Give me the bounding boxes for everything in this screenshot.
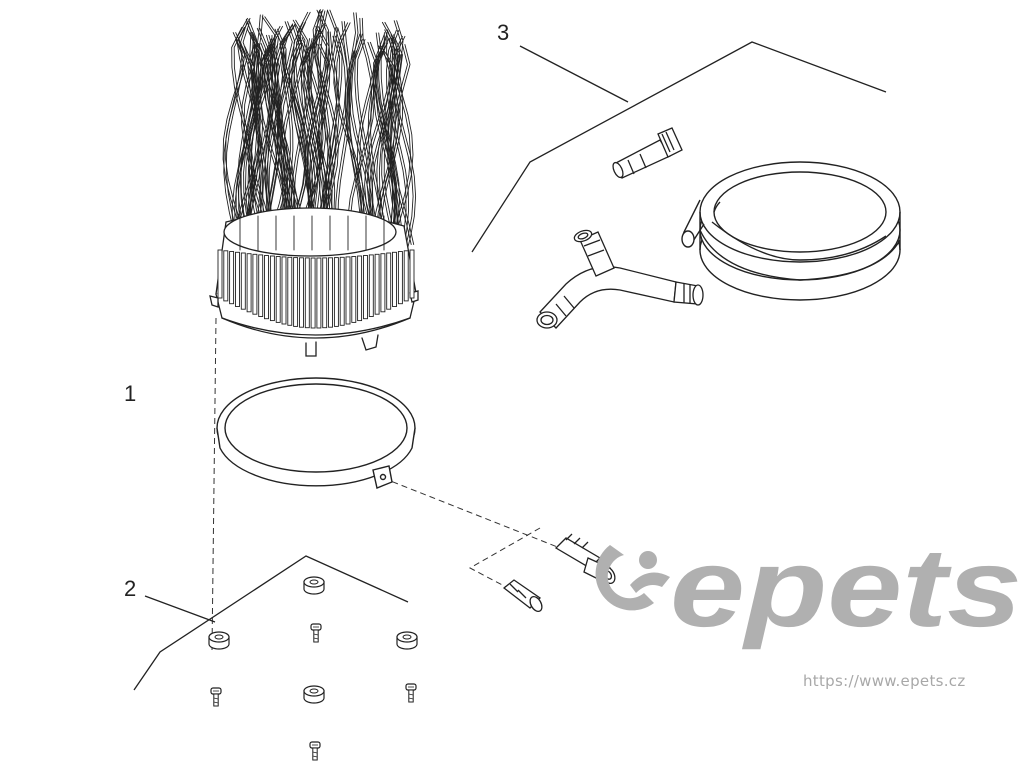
base-rib (264, 255, 269, 320)
hose-barb (612, 127, 683, 179)
base-rib (386, 252, 392, 310)
watermark-logo-text: epets (670, 525, 1022, 650)
assembly-lines (211, 317, 561, 651)
y-connector (536, 229, 704, 329)
callout-2: 2 (124, 576, 137, 601)
bristle (376, 29, 394, 251)
bristle (250, 27, 269, 249)
base-rib (374, 253, 380, 315)
base-rib (235, 251, 240, 307)
callout-1: 1 (124, 381, 137, 406)
base-rib (409, 249, 415, 299)
base-rib (328, 257, 333, 328)
base-rib (240, 252, 246, 310)
base-rib (287, 256, 293, 326)
bristle-filter-brush (209, 9, 419, 357)
part-3-leader (471, 41, 887, 253)
bristle (393, 44, 415, 245)
bristle (371, 21, 399, 243)
base-rib (351, 256, 357, 323)
brush-base (209, 207, 419, 357)
base-rib (322, 257, 328, 329)
fitting-small (502, 579, 543, 613)
base-rib (223, 250, 229, 302)
base-rib (258, 254, 264, 317)
base-rib (397, 251, 403, 305)
base-rib (269, 255, 275, 322)
base-rib (333, 257, 339, 327)
part-1-ring (216, 377, 416, 489)
logo-text: epets (670, 525, 1022, 650)
bristle (387, 48, 402, 250)
base-rib (246, 253, 252, 313)
watermark: epets (588, 520, 1024, 660)
part-2-bracket-lines (133, 555, 409, 691)
base-rib (217, 249, 223, 299)
base-rib (357, 255, 363, 322)
base-rib (368, 254, 374, 317)
base-rib (339, 256, 345, 326)
base-rib (316, 257, 322, 329)
part-2-hardware (208, 576, 418, 761)
base-rib (229, 251, 235, 305)
base-rib (252, 253, 258, 315)
base-rib (403, 250, 409, 302)
base-rib (310, 257, 316, 329)
base-rib (345, 256, 351, 325)
bristle (248, 27, 267, 249)
base-rib (281, 256, 287, 325)
base-rib (380, 253, 386, 313)
watermark-url-link[interactable]: https://www.epets.cz (803, 672, 966, 690)
base-rib (363, 255, 368, 320)
base-rib (304, 257, 310, 329)
base-rib (275, 256, 281, 323)
base-rib (299, 257, 304, 328)
epets-logo-watermark (595, 545, 670, 611)
base-rib (392, 251, 397, 307)
base-rib (293, 257, 299, 327)
hose-coil (681, 161, 901, 301)
bristle (369, 21, 396, 243)
callout-3: 3 (497, 20, 510, 45)
